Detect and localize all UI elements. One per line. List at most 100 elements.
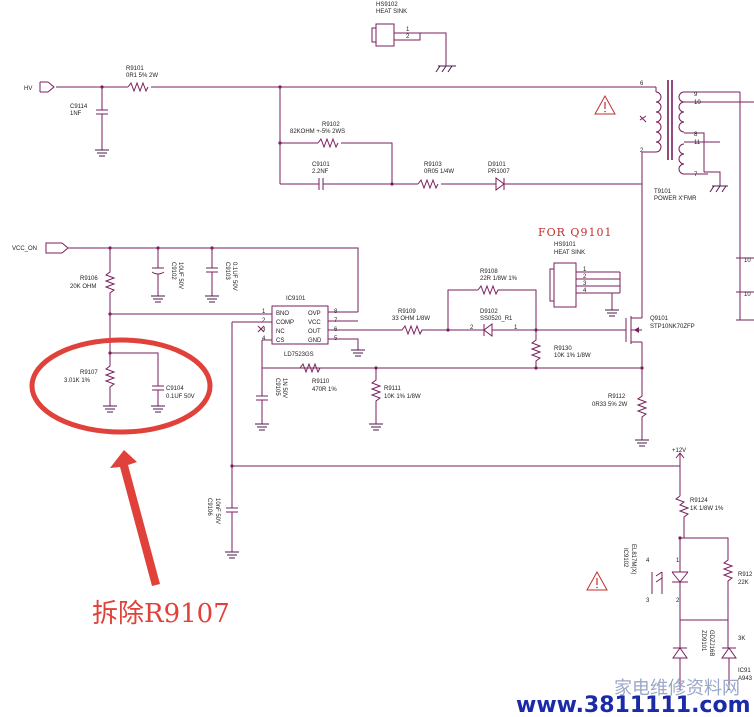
ic9102-ref: IC9102 — [622, 548, 628, 568]
r9107-ref: R9107 — [80, 370, 98, 376]
q9101-ref: Q9101 — [650, 316, 669, 322]
hs9101-pin2: 2 — [583, 274, 587, 280]
hs9102-pin2: 2 — [406, 34, 410, 40]
r9102-value: 82KOHM +-5% 2WS — [290, 129, 345, 135]
hs9102-pin1: 1 — [406, 27, 410, 33]
remove-r9107-annotation: 拆除R9107 — [92, 599, 230, 629]
r9130-value: 10K 1% 1/8W — [554, 353, 591, 359]
r9124-ref: R9124 — [690, 498, 708, 504]
warning-icon — [586, 570, 608, 591]
right-label-10b: 10 — [744, 292, 751, 298]
t9101-pin6: 6 — [640, 81, 644, 87]
capacitor-c9103: C9103 0.1UF 50V — [205, 248, 237, 303]
c9114-ref: C9114 — [70, 104, 88, 110]
r9103-value: 0R05 1/4W — [424, 169, 454, 175]
capacitor-c9104: C9104 0.1UF 50V — [151, 385, 195, 413]
r912x-value: 22K — [738, 580, 749, 586]
resistor-r9111: R9111 10K 1% 1/8W — [369, 368, 421, 431]
d9102-ref: D9102 — [480, 309, 498, 315]
r9106-ref: R9106 — [80, 276, 98, 282]
opto-pin3: 3 — [646, 598, 650, 604]
r9108-ref: R9108 — [480, 269, 498, 275]
t9101-pin2: 2 — [640, 148, 644, 154]
r9101-value: 0R1 5% 2W — [126, 73, 158, 79]
ic9101-pin-nc: NC — [276, 329, 285, 335]
vcc-on-rail: VCC_ON — [12, 242, 359, 312]
gate-drive: R9109 33 OHM 1/8W R9108 22R 1/8W 1% D910… — [376, 269, 626, 337]
d9101-ref: D9101 — [488, 162, 506, 168]
d9102-value: SS0520_R1 — [480, 316, 513, 322]
heat-sink-hs9101: HS9101 HEAT SINK 1 2 3 4 — [549, 242, 621, 317]
r9109-value: 33 OHM 1/8W — [392, 316, 430, 322]
t9101-pin9: 9 — [694, 92, 698, 98]
watermark: 家电维修资料网 — [614, 678, 740, 699]
r9102-ref: R9102 — [322, 122, 340, 128]
hs9101-pin4: 4 — [583, 288, 587, 294]
r9109-ref: R9109 — [398, 309, 416, 315]
snubber-network: R9102 82KOHM +-5% 2WS C9101 2.2NF R9103 … — [278, 87, 642, 191]
resistor-r9110: R9110 470R 1% — [299, 362, 337, 393]
c9103-value: 0.1UF 50V — [231, 262, 237, 291]
cut-3k-label: 3K — [738, 636, 745, 642]
d9101-value: PR1007 — [488, 169, 510, 175]
arrow-icon — [110, 450, 160, 586]
for-q9101-note: FOR Q9101 — [538, 226, 612, 239]
r9130-ref: R9130 — [554, 346, 572, 352]
c9104-ref: C9104 — [166, 386, 184, 392]
warning-icon — [594, 94, 616, 115]
resistor-r9112: R9112 0R33 5% 2W — [592, 390, 649, 447]
opto-pin4: 4 — [646, 558, 650, 564]
transformer-t9101: 6 9 10 8 11 2 7 T9101 POWER X'FMR 10 10 — [639, 80, 754, 321]
c9103-ref: C9103 — [224, 262, 230, 280]
t9101-pin11: 11 — [694, 140, 701, 146]
d9102-pin2: 2 — [470, 325, 474, 331]
hs9102-ref: HS9102 — [376, 2, 398, 8]
hs9102-value: HEAT SINK — [376, 9, 407, 15]
resistor-r9106: R9106 20K OHM — [70, 248, 116, 314]
r9111-ref: R9111 — [384, 386, 401, 392]
plus-12v-label: +12V — [672, 448, 686, 454]
highlight-ellipse — [29, 337, 213, 435]
hv-net-label: HV — [24, 86, 32, 92]
ic9101-pin-comp: COMP — [276, 320, 294, 326]
footer-url: www.3811111.com — [516, 693, 751, 717]
ic9101-pin1: 1 — [262, 309, 266, 315]
resistor-r9107: R9107 3.01K 1% — [64, 314, 159, 413]
ic91x-value: A943 — [738, 676, 753, 682]
right-label-10a: 10 — [744, 258, 751, 264]
zd9101-value: GDZJ16B — [708, 630, 714, 656]
capacitor-c9102: C9102 10UF 50V — [151, 248, 183, 303]
c9106-ref: C9106 — [206, 498, 212, 516]
ic9101-pin4: 4 — [262, 336, 266, 342]
r9110-ref: R9110 — [312, 379, 330, 385]
t9101-pin8: 8 — [694, 132, 698, 138]
t9101-pin7: 7 — [694, 172, 698, 178]
opto-pin1: 1 — [676, 558, 680, 564]
ic9101-pin-cs: CS — [276, 338, 284, 344]
r9110-value: 470R 1% — [312, 387, 337, 393]
c9102-value: 10UF 50V — [177, 262, 183, 289]
zd9101-ref: ZD9101 — [700, 630, 706, 652]
ic9101-pin-bno: BNO — [276, 311, 289, 317]
r9107-value: 3.01K 1% — [64, 378, 91, 384]
hs9101-pin3: 3 — [583, 281, 587, 287]
ic9101-pin3: 3 — [262, 327, 266, 333]
heat-sink-hs9102: HS9102 HEAT SINK 1 2 — [371, 2, 456, 73]
resistor-r9130: R9130 10K 1% 1/8W — [530, 330, 591, 368]
r9112-value: 0R33 5% 2W — [592, 402, 628, 408]
t9101-value: POWER X'FMR — [654, 196, 697, 202]
ic91x-ref: IC91 — [738, 668, 751, 674]
hv-rail: HV R9101 0R1 5% 2W — [24, 66, 640, 93]
c9105-ref: C9105 — [274, 378, 280, 396]
vcc-on-net-label: VCC_ON — [12, 246, 37, 252]
c9114-value: 1NF — [70, 111, 82, 117]
opto-pin2: 2 — [676, 598, 680, 604]
ic9101-pin-gnd: GND — [308, 338, 322, 344]
c9101-value: 2.2NF — [312, 169, 329, 175]
ic-ld7523gs: IC9101 BNO COMP NC CS OVP VCC OUT GND 1 … — [108, 296, 376, 358]
c9106-value: 10nF 50V — [214, 498, 220, 524]
t9101-ref: T9101 — [654, 189, 672, 195]
c9105-value: 1N 50V — [281, 378, 287, 398]
d9102-pin1: 1 — [514, 325, 518, 331]
r9111-value: 10K 1% 1/8W — [384, 394, 421, 400]
